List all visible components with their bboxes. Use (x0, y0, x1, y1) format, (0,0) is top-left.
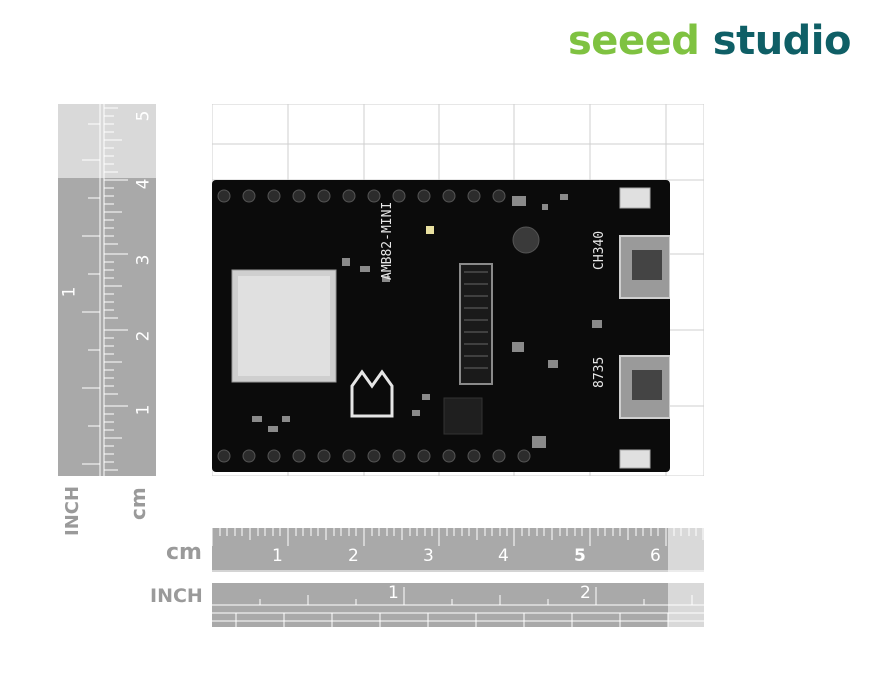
hruler-cm-3: 3 (423, 546, 434, 566)
hruler-inch-label: INCH (150, 585, 203, 607)
vertical-ruler: 5 4 3 2 1 1 (58, 104, 156, 476)
hruler-inch-ticks (212, 587, 704, 627)
hruler-cm-6: 6 (650, 546, 661, 566)
vruler-cm-label: cm (126, 487, 150, 520)
chip-label-8735: 8735 (592, 356, 607, 388)
logo-studio: studio (712, 18, 852, 64)
vruler-cm-5: 5 (133, 110, 154, 122)
vruler-cm-4: 4 (133, 178, 154, 190)
hruler-inch-2: 2 (580, 583, 591, 603)
hruler-cm-label: cm (166, 540, 202, 565)
hruler-cm-4: 4 (498, 546, 509, 566)
hruler-cm-ticks (212, 528, 704, 572)
chip-label-ch340: CH340 (592, 230, 607, 270)
vruler-inch-label: INCH (62, 485, 83, 536)
board-components (217, 187, 670, 469)
hruler-cm-1: 1 (272, 546, 283, 566)
vruler-inch-1: 1 (59, 286, 80, 298)
hruler-inch-1: 1 (388, 583, 399, 603)
logo-seeed: seeed (568, 18, 700, 64)
horizontal-cm-ruler: 1 2 3 4 5 6 (212, 528, 704, 572)
vertical-ruler-ticks (82, 104, 128, 476)
horizontal-inch-ruler: 1 2 (212, 583, 704, 627)
vruler-cm-2: 2 (133, 330, 154, 342)
seeed-studio-logo: seeed studio (568, 18, 852, 64)
vruler-cm-3: 3 (133, 254, 154, 266)
amb82-mini-board: AMB82-MINI CH340 8735 (212, 180, 670, 472)
hruler-cm-2: 2 (348, 546, 359, 566)
hruler-cm-5: 5 (574, 546, 586, 566)
vruler-cm-1: 1 (133, 404, 154, 416)
board-silkscreen-name: AMB82-MINI (380, 201, 395, 280)
